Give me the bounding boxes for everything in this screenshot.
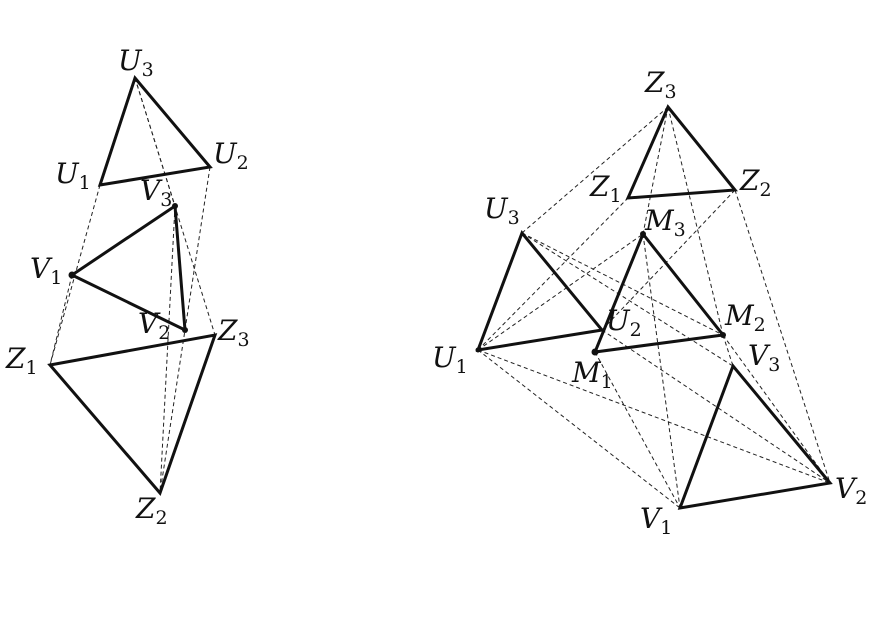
right-dash-u3-v3 — [521, 232, 734, 367]
right-label-z2: Z2 — [739, 164, 772, 201]
right-label-u1: U1 — [432, 341, 468, 378]
left-point-v3 — [172, 203, 178, 209]
right-point-m1 — [591, 348, 599, 356]
right-label-v2: V2 — [835, 472, 867, 509]
right-triangle-m — [592, 231, 726, 354]
left-label-v2: V2 — [138, 307, 170, 344]
left-label-v1: V1 — [30, 252, 62, 289]
left-point-v2 — [182, 327, 188, 333]
right-triangle-u — [475, 230, 605, 352]
left-triangle-u — [97, 74, 213, 187]
right-label-m2: M2 — [724, 299, 766, 336]
right-label-v3: V3 — [748, 339, 780, 376]
left-label-u3: U3 — [118, 44, 154, 81]
right-dash-m2-v2 — [722, 334, 831, 484]
left-triangle-z — [47, 333, 218, 496]
right-point-m3 — [640, 231, 646, 237]
right-dash-z2-v2 — [734, 189, 831, 484]
left-dash-v1-z1 — [49, 274, 73, 366]
right-label-m3: M3 — [644, 204, 686, 241]
right-dash-m2-v3 — [722, 334, 734, 367]
right-label-z3: Z3 — [644, 66, 677, 103]
left-dash-v3-z2 — [159, 205, 176, 494]
left-label-z2: Z2 — [135, 492, 168, 529]
right-label-m1: M1 — [571, 356, 613, 393]
left-dash-u3-v3 — [134, 77, 176, 207]
right-point-m2 — [720, 332, 726, 338]
right-dashed-lines — [477, 106, 831, 509]
left-triangle-v — [68, 203, 187, 333]
right-label-u3: U3 — [484, 192, 520, 229]
left-figure: U3 U1 U2 V3 V1 V2 Z3 Z1 Z2 — [5, 44, 250, 529]
right-dash-u1-m3 — [477, 233, 644, 351]
right-dash-z3-m3 — [642, 106, 669, 235]
right-point-u1 — [475, 347, 481, 353]
right-figure: Z3 Z1 Z2 U3 M3 U2 M2 U1 M1 V3 V2 V1 — [432, 66, 867, 539]
left-label-z1: Z1 — [5, 342, 38, 379]
left-label-u1: U1 — [55, 157, 91, 194]
left-point-v1 — [68, 271, 76, 279]
left-label-z3: Z3 — [217, 314, 250, 351]
right-dash-u1-z1 — [477, 197, 629, 351]
right-dash-m1-v1 — [594, 351, 681, 509]
left-label-u2: U2 — [213, 137, 249, 174]
right-label-z1: Z1 — [589, 170, 622, 207]
right-label-v1: V1 — [640, 502, 672, 539]
right-dash-u1-v1 — [477, 349, 681, 509]
right-triangle-v — [677, 363, 833, 510]
right-triangle-z — [625, 104, 738, 200]
left-label-v3: V3 — [140, 174, 172, 211]
right-dash-u2-v2 — [601, 329, 831, 484]
right-label-u2: U2 — [606, 304, 642, 341]
left-dashed-lines — [49, 77, 216, 494]
